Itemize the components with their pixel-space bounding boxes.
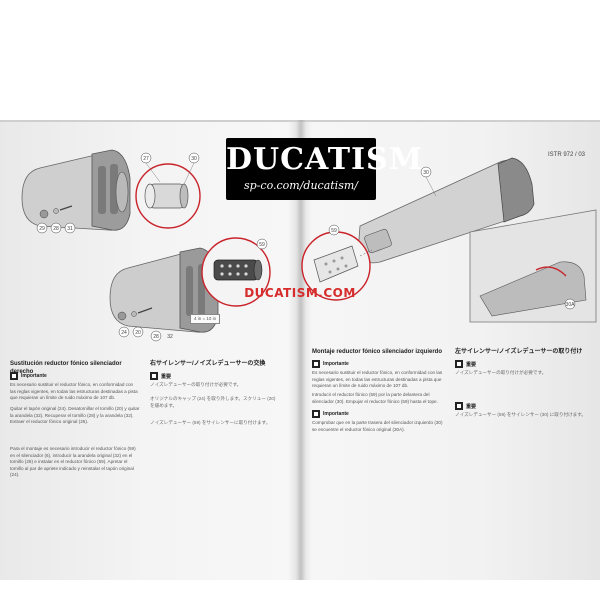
left-bottom-hardware	[117, 238, 268, 342]
right-jp-heading: 左サイレンサー/ノイズレデューサーの取り付け	[455, 349, 583, 355]
left-jp-text: ノイズレデューサーの取り付けが必要です。	[150, 382, 242, 387]
page-number: ISTR 972 / 03	[548, 152, 586, 158]
right-es-paragraph-1: Introducir el reductor fónico (59) por l…	[312, 392, 438, 404]
right-es-heading: Montaje reductor fónico silenciador izqu…	[312, 349, 443, 355]
important-icon	[10, 372, 18, 380]
important-icon	[312, 360, 320, 368]
right-jp-text: ノイズレデューサーの取り付けが必要です。	[455, 370, 547, 375]
right-callouts	[328, 166, 437, 236]
right-jp-important-2: 重要	[455, 402, 476, 410]
callout-label: 28	[153, 334, 159, 340]
right-jp-important: 重要	[455, 360, 476, 368]
callout-label: 29	[39, 226, 45, 232]
left-es-heading: Sustitución reductor fónico silenciador …	[10, 361, 122, 375]
center-watermark: DUCATISM.COM	[244, 286, 356, 300]
important-icon	[455, 402, 463, 410]
left-jp-heading: 右サイレンサー/ノイズレデューサーの交換	[150, 361, 266, 367]
left-es-paragraph-2: Para el montaje es necesario introducir …	[10, 446, 136, 478]
important-icon	[312, 410, 320, 418]
left-top-cap-part	[135, 163, 201, 229]
right-es-important-text: Es necesario sustituir el reductor fónic…	[312, 370, 443, 389]
right-es-important: Importante	[312, 360, 349, 368]
important-icon	[455, 360, 463, 368]
right-jp-paragraph-1: ノイズレデューサー (59) をサイレンサー (30) に取り付けます。	[455, 412, 587, 417]
right-inset-detail	[469, 209, 597, 323]
callout-label: 20	[135, 330, 141, 336]
left-jp-paragraph-2: ノイズレデューサー (59) をサイレンサーに取り付けます。	[150, 420, 271, 425]
callout-label: 24	[121, 330, 127, 336]
right-es-important-2: Importante	[312, 410, 349, 418]
left-bottom-baffle-part	[201, 237, 271, 307]
left-top-silencer	[21, 149, 131, 231]
callout-label: 31	[67, 226, 73, 232]
left-es-important-text: Es necesario sustituir el reductor fónic…	[10, 382, 138, 401]
dimension-label: 4 in = 10 in	[190, 314, 221, 324]
callout-label: 30	[191, 156, 197, 162]
important-icon	[150, 372, 158, 380]
page-gutter	[296, 120, 306, 580]
callout-label: 30A	[566, 302, 576, 308]
left-top-hardware	[39, 205, 73, 219]
callout-label: 28	[53, 226, 59, 232]
right-es-paragraph-2: Comprobar que en la parte trasera del si…	[312, 420, 443, 432]
logo-url: sp-co.com/ducatism/	[244, 179, 358, 192]
callout-label: 59	[331, 228, 337, 234]
callout-label: 59	[259, 242, 265, 248]
right-baffle-part	[301, 231, 373, 301]
left-jp-important: 重要	[150, 372, 171, 380]
callout-label: 30	[423, 170, 429, 176]
callout-label: 27	[143, 156, 149, 162]
left-es-paragraph-1: Quitar el tapón original (24). Desatorni…	[10, 406, 140, 425]
callout-label: 32	[167, 334, 173, 340]
left-es-important: Importante	[10, 372, 47, 380]
left-jp-paragraph-1: オリジナルのキャップ (24) を取り外します。スクリュー (20) を緩めます…	[150, 396, 276, 408]
left-top-callouts	[36, 152, 200, 234]
